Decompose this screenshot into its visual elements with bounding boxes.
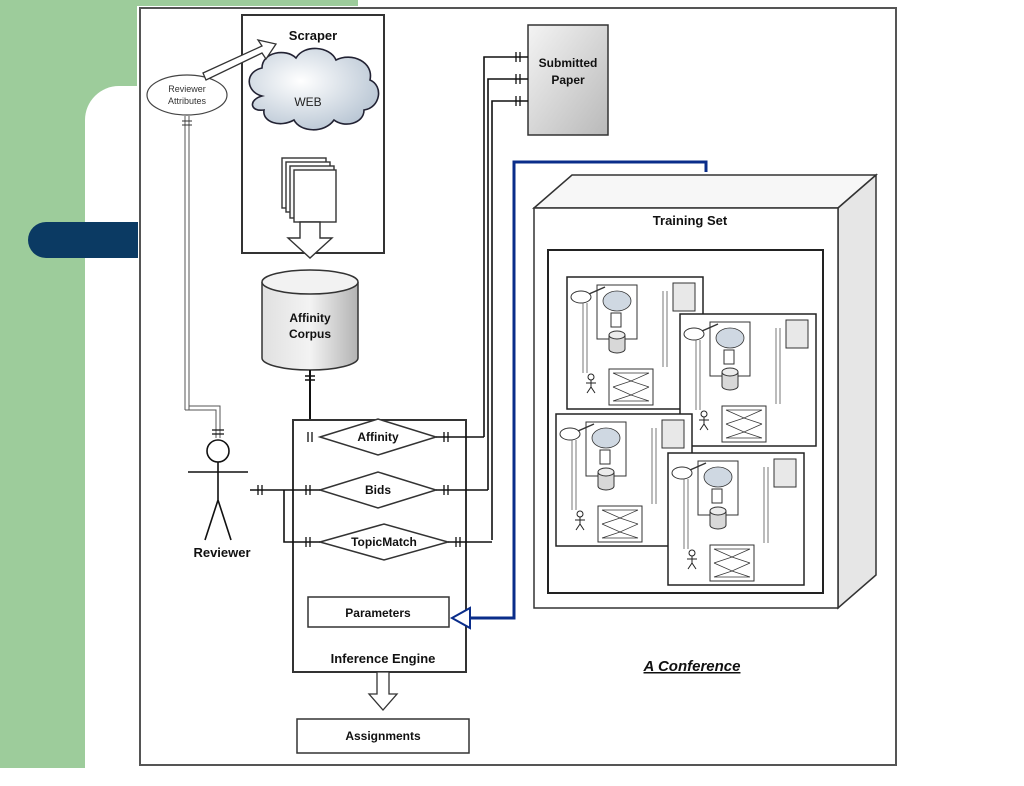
affinity-corpus-line-2: Corpus (289, 327, 331, 341)
top-accent-strip (137, 0, 358, 6)
attributes-to-scraper-arrow (202, 39, 278, 81)
parameters-label: Parameters (345, 606, 411, 620)
scraper-down-arrow (286, 221, 334, 259)
accent-bar (28, 222, 138, 258)
mini-conference-4 (667, 452, 805, 586)
affinity-corpus-cylinder: Affinity Corpus (261, 269, 359, 371)
diamond-right-connectors (307, 432, 492, 547)
conference-caption: A Conference (643, 658, 741, 675)
submitted-paper-connectors (483, 52, 528, 540)
submitted-paper-line-2: Paper (551, 73, 585, 87)
web-label: WEB (294, 95, 321, 109)
reviewer-label: Reviewer (193, 545, 250, 560)
training-set-label: Training Set (653, 213, 728, 228)
submitted-paper-line-1: Submitted (539, 56, 598, 70)
affinity-diamond: Affinity (317, 418, 439, 456)
assignments-box (296, 718, 470, 754)
reviewer-attributes-line-1: Reviewer (168, 84, 206, 94)
reviewer-attributes-ellipse (146, 74, 228, 116)
web-cloud: WEB (248, 47, 380, 131)
topicmatch-label: TopicMatch (351, 535, 417, 549)
sidebar-curve (85, 86, 145, 786)
affinity-corpus-line-1: Affinity (289, 311, 331, 325)
documents-stack-icon (281, 157, 337, 223)
parameters-box (307, 596, 450, 628)
scraper-label: Scraper (289, 28, 337, 43)
bids-label: Bids (365, 483, 391, 497)
reviewer-stick-figure-icon (188, 429, 248, 541)
mini-conference-2 (679, 313, 817, 447)
reviewer-attributes-line-2: Attributes (168, 96, 207, 106)
training-to-parameters-arrow (470, 160, 708, 620)
inference-engine-label: Inference Engine (331, 651, 436, 666)
reviewer-connectors (250, 485, 320, 547)
engine-to-assignments-arrow (367, 671, 399, 711)
submitted-paper-box: Submitted Paper (527, 24, 609, 136)
affinity-label: Affinity (357, 430, 399, 444)
assignments-label: Assignments (345, 729, 421, 743)
para-diagram: Scraper WEB Reviewer Attributes Submitte… (139, 7, 897, 766)
